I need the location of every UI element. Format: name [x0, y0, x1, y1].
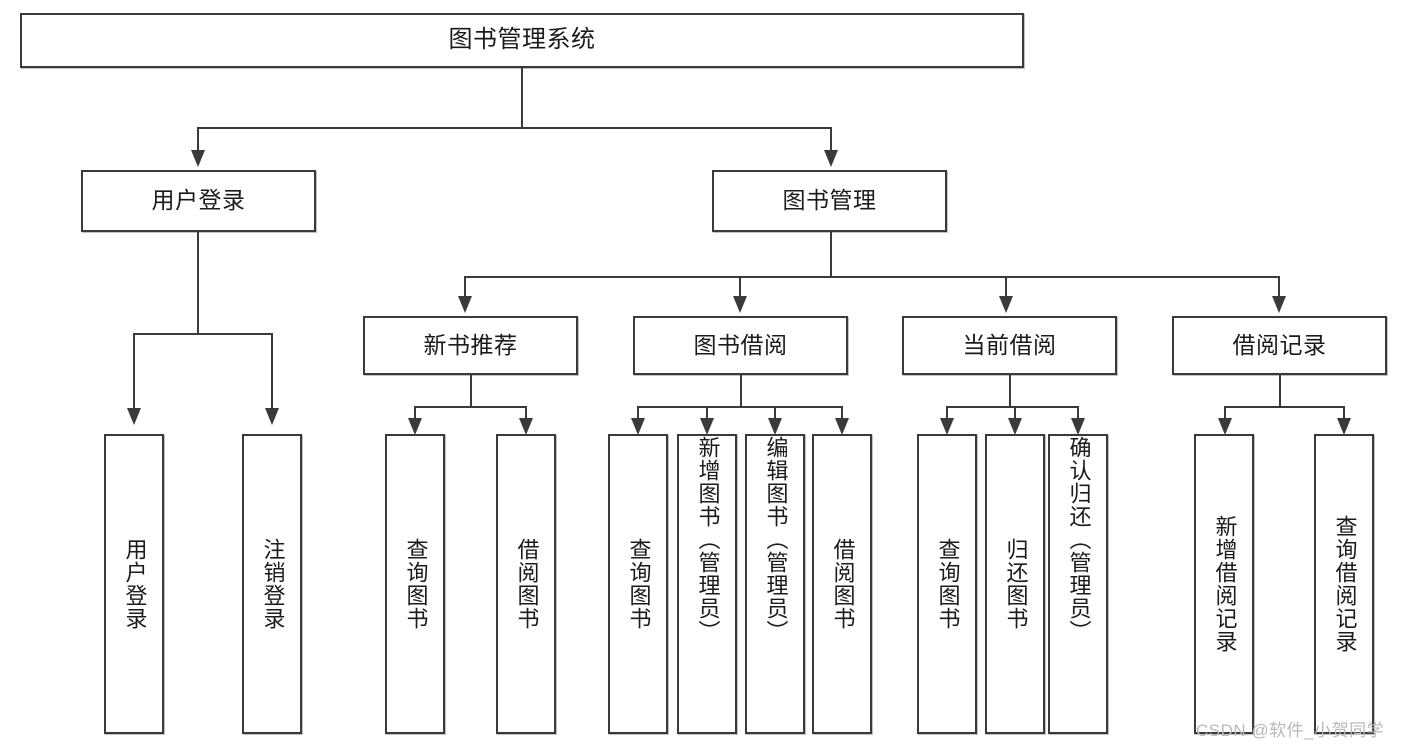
connector-current-borrow-stem: [1009, 375, 1011, 408]
node-label: 编辑图书（管理员）: [763, 436, 789, 643]
arrow-down-icon: [999, 296, 1013, 313]
connector-user-login-child-2: [271, 333, 273, 412]
node-label: 借阅记录: [1232, 331, 1327, 358]
node-label: 新增借阅记录: [1212, 515, 1238, 653]
arrow-down-icon: [940, 418, 954, 435]
arrow-down-icon: [519, 418, 533, 435]
node-label: 查询图书: [626, 538, 652, 630]
connector-root-bus: [197, 127, 832, 129]
arrow-down-icon: [1272, 296, 1286, 313]
node-label: 当前借阅: [962, 331, 1057, 358]
connector-to-borrow-record: [1278, 276, 1280, 299]
leaf-logout[interactable]: 注销登录: [242, 434, 302, 734]
node-user-login[interactable]: 用户登录: [81, 170, 316, 232]
connector-book-management-stem: [830, 232, 832, 277]
node-book-management[interactable]: 图书管理: [712, 170, 947, 232]
arrow-down-icon: [768, 418, 782, 435]
connector-book-borrow-bus: [637, 406, 843, 408]
connector-new-book-recommend-stem: [470, 375, 472, 408]
arrow-down-icon: [733, 296, 747, 313]
node-label: 注销登录: [260, 538, 286, 630]
connector-br-child-1: [1224, 406, 1226, 424]
arrow-down-icon: [700, 418, 714, 435]
connector-bb-child-1: [637, 406, 639, 424]
node-new-book-recommend[interactable]: 新书推荐: [363, 316, 578, 375]
node-root-book-management-system[interactable]: 图书管理系统: [20, 13, 1024, 68]
connector-book-management-bus: [464, 276, 1278, 278]
leaf-confirm-return-admin[interactable]: 确认归还（管理员）: [1048, 434, 1108, 734]
connector-root-stem: [521, 68, 523, 128]
arrow-down-icon: [824, 150, 838, 167]
connector-cb-child-3: [1077, 406, 1079, 424]
node-current-borrow[interactable]: 当前借阅: [902, 316, 1117, 375]
arrow-down-icon: [127, 408, 141, 425]
connector-nbr-child-2: [525, 406, 527, 424]
leaf-query-borrow-record[interactable]: 查询借阅记录: [1314, 434, 1374, 734]
leaf-add-book-admin[interactable]: 新增图书（管理员）: [677, 434, 737, 734]
connector-book-borrow-stem: [740, 375, 742, 408]
arrow-down-icon: [408, 418, 422, 435]
connector-user-login-bus: [133, 333, 271, 335]
node-borrow-record[interactable]: 借阅记录: [1172, 316, 1387, 375]
connector-current-borrow-bus: [946, 406, 1078, 408]
arrow-down-icon: [191, 150, 205, 167]
connector-to-current-borrow: [1005, 276, 1007, 299]
connector-borrow-record-stem: [1279, 375, 1281, 408]
connector-root-to-book-management: [830, 127, 832, 153]
node-label: 查询借阅记录: [1332, 515, 1358, 653]
connector-user-login-child-1: [133, 333, 135, 412]
arrow-down-icon: [1337, 418, 1351, 435]
connector-root-to-user-login: [197, 127, 199, 153]
leaf-return-book[interactable]: 归还图书: [985, 434, 1045, 734]
node-label: 确认归还（管理员）: [1066, 436, 1092, 643]
leaf-add-borrow-record[interactable]: 新增借阅记录: [1194, 434, 1254, 734]
leaf-borrow-book-bb[interactable]: 借阅图书: [812, 434, 872, 734]
node-label: 查询图书: [935, 538, 961, 630]
connector-borrow-record-bus: [1224, 406, 1345, 408]
watermark: CSDN @软件_小贺同学: [1196, 721, 1385, 740]
connector-nbr-child-1: [414, 406, 416, 424]
connector-br-child-2: [1343, 406, 1345, 424]
arrow-down-icon: [835, 418, 849, 435]
connector-to-new-book-recommend: [464, 276, 466, 299]
connector-cb-child-2: [1014, 406, 1016, 424]
connector-cb-child-1: [946, 406, 948, 424]
leaf-query-book-bb[interactable]: 查询图书: [608, 434, 668, 734]
arrow-down-icon: [1008, 418, 1022, 435]
node-label: 借阅图书: [830, 538, 856, 630]
connector-bb-child-4: [841, 406, 843, 424]
node-label: 用户登录: [122, 538, 148, 630]
connector-bb-child-3: [774, 406, 776, 424]
connector-bb-child-2: [706, 406, 708, 424]
leaf-edit-book-admin[interactable]: 编辑图书（管理员）: [745, 434, 805, 734]
leaf-user-login[interactable]: 用户登录: [104, 434, 164, 734]
node-label: 图书管理: [782, 187, 877, 214]
arrow-down-icon: [458, 296, 472, 313]
leaf-query-book-nbr[interactable]: 查询图书: [385, 434, 445, 734]
leaf-borrow-book-nbr[interactable]: 借阅图书: [496, 434, 556, 734]
node-label: 图书管理系统: [448, 26, 596, 54]
arrow-down-icon: [1218, 418, 1232, 435]
connector-new-book-recommend-bus: [414, 406, 527, 408]
connector-to-book-borrow: [739, 276, 741, 299]
node-label: 用户登录: [151, 187, 246, 214]
node-label: 新增图书（管理员）: [695, 436, 721, 643]
arrow-down-icon: [631, 418, 645, 435]
connector-user-login-stem: [197, 232, 199, 334]
node-label: 新书推荐: [423, 331, 518, 358]
node-label: 归还图书: [1003, 538, 1029, 630]
leaf-query-book-cb[interactable]: 查询图书: [917, 434, 977, 734]
arrow-down-icon: [1071, 418, 1085, 435]
node-book-borrow[interactable]: 图书借阅: [633, 316, 848, 375]
arrow-down-icon: [265, 408, 279, 425]
node-label: 借阅图书: [514, 538, 540, 630]
node-label: 图书借阅: [693, 331, 788, 358]
node-label: 查询图书: [403, 538, 429, 630]
